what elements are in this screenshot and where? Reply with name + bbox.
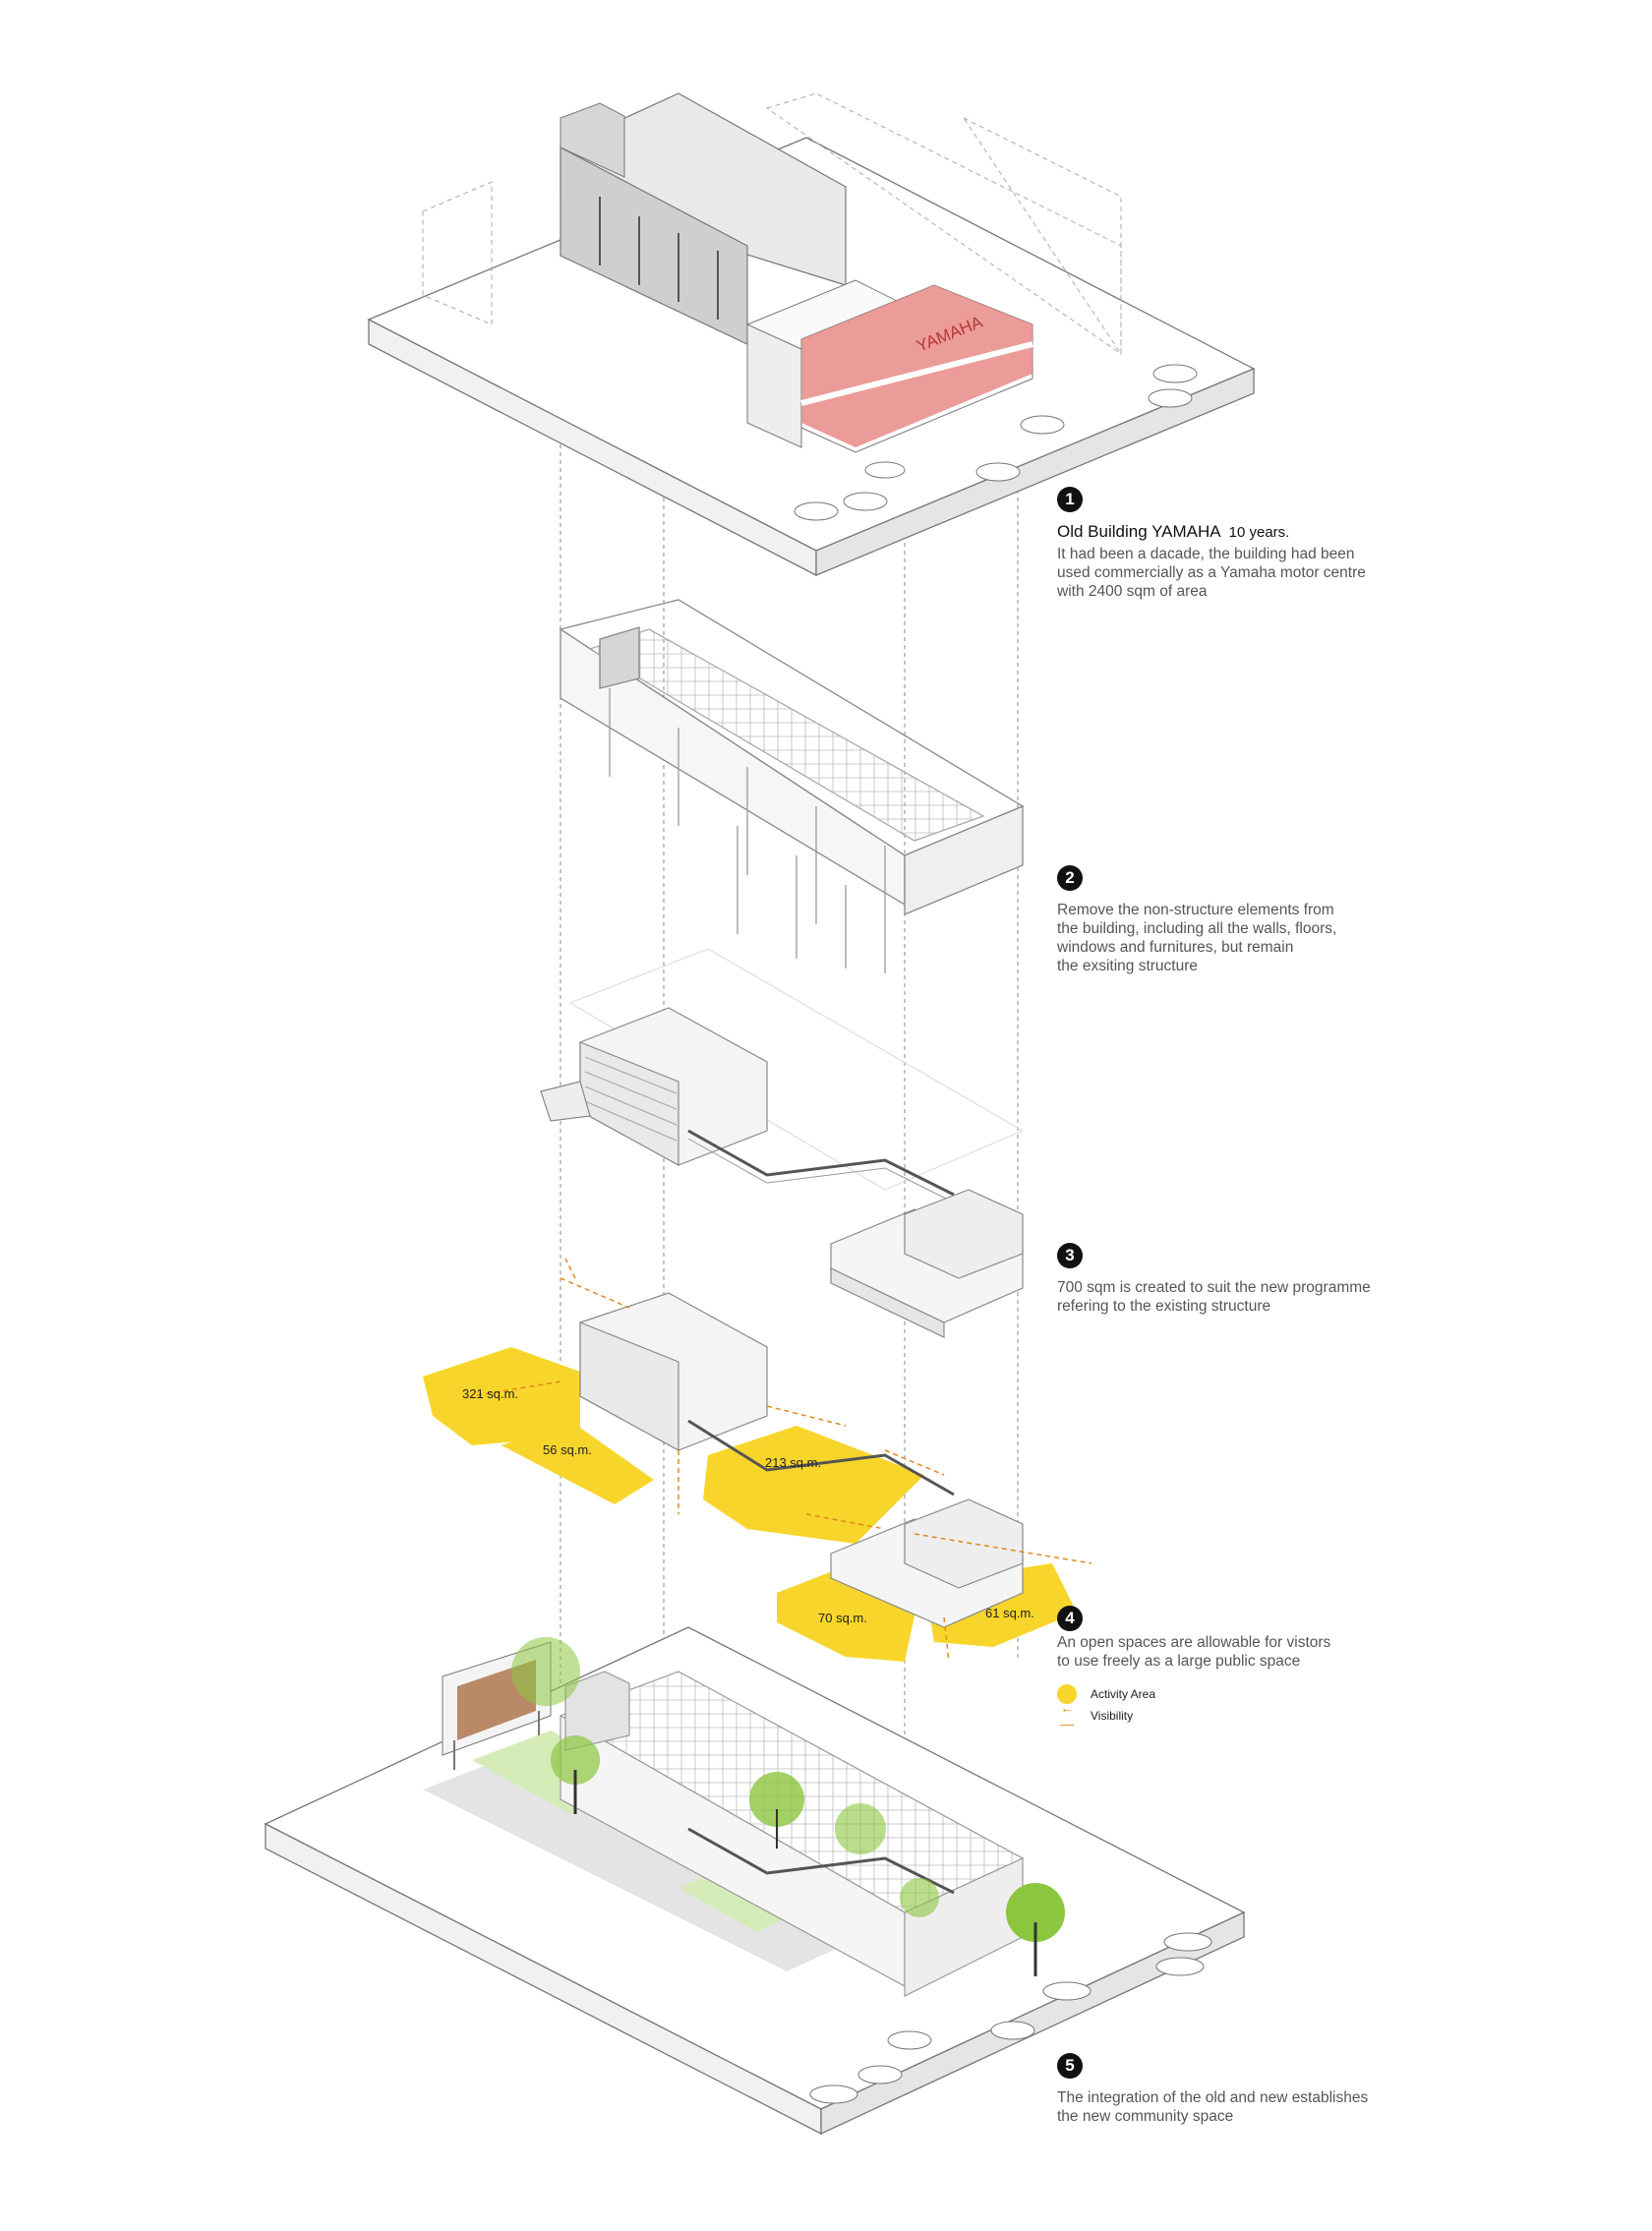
area-label-70: 70 sq.m. xyxy=(818,1611,867,1625)
projection-lines xyxy=(560,295,1019,1829)
step-4: 4 An open spaces are allowable for visto… xyxy=(1057,1606,1411,1671)
level-5-integration xyxy=(264,1626,1246,2136)
step-number-badge: 3 xyxy=(1057,1243,1083,1268)
legend-visibility: ←— Visibility xyxy=(1057,1700,1155,1732)
step-3: 3 700 sqm is created to suit the new pro… xyxy=(1057,1243,1411,1316)
level-1-old-building: YAMAHA xyxy=(367,92,1256,577)
step-5: 5 The integration of the old and new est… xyxy=(1057,2053,1411,2126)
step-description: The integration of the old and new estab… xyxy=(1057,2089,1369,2125)
step-description: Remove the non-structure elements from t… xyxy=(1057,902,1337,974)
step-number-badge: 4 xyxy=(1057,1606,1083,1631)
legend: Activity Area ←— Visibility xyxy=(1057,1683,1155,1732)
step-number-badge: 5 xyxy=(1057,2053,1083,2079)
step-2: 2 Remove the non-structure elements from… xyxy=(1057,865,1411,975)
level-3-new-programme xyxy=(540,948,1025,1338)
area-label-56: 56 sq.m. xyxy=(543,1442,592,1457)
level-4-activity-areas xyxy=(423,1258,1092,1663)
area-label-61: 61 sq.m. xyxy=(985,1606,1034,1620)
area-label-321: 321 sq.m. xyxy=(462,1386,519,1401)
trees xyxy=(511,1637,1065,1976)
legend-activity: Activity Area xyxy=(1057,1683,1155,1705)
step-description: It had been a dacade, the building had b… xyxy=(1057,546,1366,600)
visibility-arrow-icon: ←— xyxy=(1060,1700,1074,1732)
step-number-badge: 1 xyxy=(1057,487,1083,512)
step-description: An open spaces are allowable for vistors… xyxy=(1057,1634,1331,1670)
activity-area-321 xyxy=(423,1347,580,1445)
level-2-structure xyxy=(559,599,1025,973)
area-label-213: 213 sq.m. xyxy=(765,1455,822,1470)
activity-area-213 xyxy=(703,1426,924,1544)
step-number-badge: 2 xyxy=(1057,865,1083,891)
activity-area-swatch xyxy=(1057,1684,1077,1704)
step-description: 700 sqm is created to suit the new progr… xyxy=(1057,1279,1371,1315)
activity-area-56 xyxy=(502,1421,654,1504)
